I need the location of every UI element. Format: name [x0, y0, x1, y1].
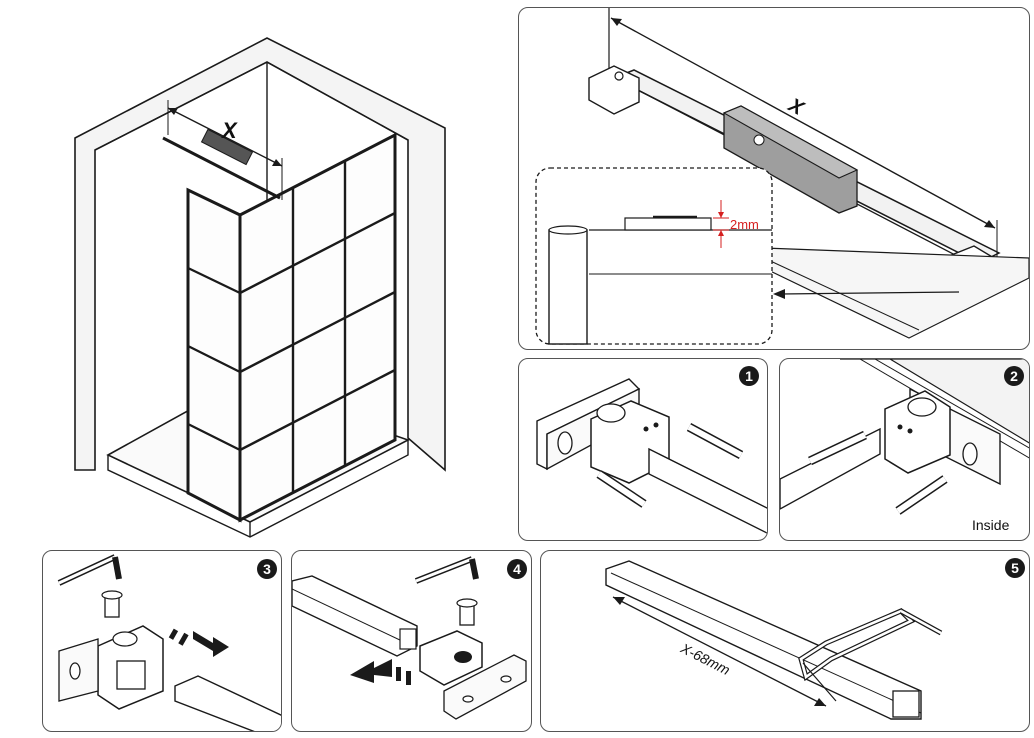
insert-direction-arrow [350, 659, 392, 683]
wall-top-left [94, 61, 409, 151]
overview-dimension-label: X [222, 118, 237, 143]
support-bar [648, 447, 767, 534]
gap-inset [535, 167, 773, 345]
inset-level-block [624, 217, 712, 231]
gap-label: 2mm [730, 217, 759, 232]
step-3-panel: 3 [42, 550, 282, 732]
overview-illustration [74, 37, 446, 538]
panel-grid [239, 161, 396, 493]
cut-dimension-line [612, 596, 827, 707]
dimension-line [610, 17, 996, 229]
step-5-badge: 5 [1005, 558, 1025, 578]
step-4-panel: 4 [291, 550, 532, 732]
inset-glass-profile [548, 229, 588, 345]
dimension-line [167, 107, 283, 167]
support-bar [162, 136, 281, 200]
step-2-panel: 2 Inside [779, 358, 1030, 541]
return-grid [187, 267, 241, 451]
step-4-badge: 4 [507, 559, 527, 579]
step-5-panel: 5 X-68mm [540, 550, 1030, 732]
spirit-level [200, 128, 254, 166]
support-bar [174, 675, 281, 731]
step-1-panel: 1 [518, 358, 768, 541]
left-wall-clamp [588, 65, 640, 115]
step-3-badge: 3 [257, 559, 277, 579]
glass-panel [238, 132, 397, 523]
support-bar [292, 575, 418, 657]
insert-direction-arrow [193, 631, 229, 657]
step-1-badge: 1 [739, 366, 759, 386]
step-2-badge: 2 [1004, 366, 1024, 386]
support-bar [605, 560, 922, 720]
clamp-body [419, 630, 483, 686]
inset-pointer [780, 291, 960, 295]
inside-label: Inside [972, 517, 1010, 533]
support-bar [780, 427, 881, 510]
detail-top-panel: X 2mm [518, 7, 1030, 350]
wall-plate [443, 654, 527, 720]
glass-edge [840, 359, 1029, 444]
return-panel [186, 187, 242, 523]
